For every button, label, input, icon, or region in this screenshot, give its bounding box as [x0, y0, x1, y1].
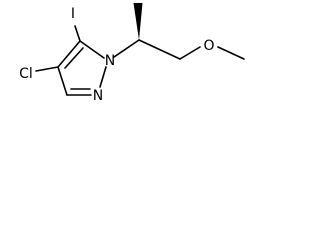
bond-c5-c4 — [57, 40, 81, 68]
atom-nitrogen-1: N — [105, 53, 115, 69]
atom-iodine: I — [71, 6, 75, 22]
bond-oxygen-methyl — [217, 46, 245, 60]
atom-labels: I Cl N N O — [19, 6, 214, 104]
bond-c5-n1 — [79, 40, 105, 59]
chemical-structure: I Cl N N O — [19, 3, 245, 104]
bond-ch2-oxygen — [179, 46, 201, 60]
atom-oxygen: O — [203, 38, 214, 54]
bond-c4-c3 — [57, 66, 68, 96]
bond-c5-c4-double — [64, 47, 84, 69]
bond-n2-n1 — [99, 66, 107, 88]
bond-n1-stereocenter — [113, 39, 140, 58]
atom-chlorine: Cl — [19, 66, 33, 82]
bond-c5-iodine — [74, 25, 81, 42]
bond-stereocenter-ch2 — [138, 39, 181, 60]
bond-c4-chlorine — [35, 66, 59, 72]
wedge-bond-methyl — [133, 3, 143, 40]
atom-nitrogen-2: N — [93, 88, 103, 104]
bonds — [35, 3, 245, 96]
